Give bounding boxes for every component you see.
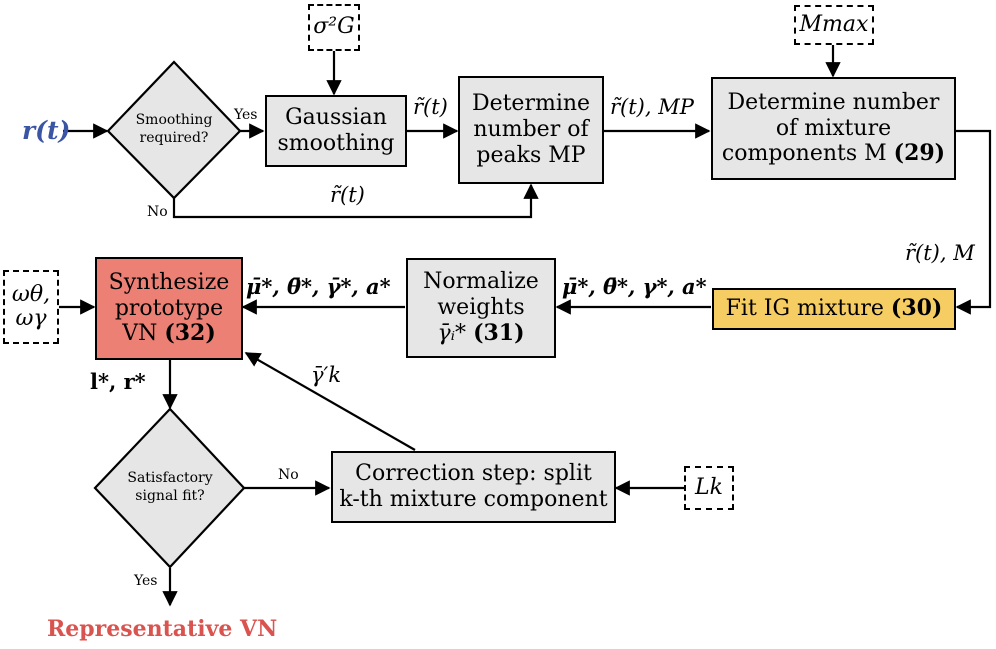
- decision-smoothing-shape: [106, 60, 242, 200]
- edge-label-r-tilde-m: r̃(t), M: [905, 241, 975, 265]
- edge-correction-to-synth: [244, 352, 416, 451]
- synthesize-box: Synthesize prototype VN (32): [95, 257, 243, 360]
- param-sigma-box: σ²G: [308, 4, 360, 51]
- param-omega-gamma: ωγ: [15, 306, 47, 331]
- decision-satisfactory-line2: signal fit?: [135, 487, 205, 504]
- decision-smoothing-text: Smoothing required?: [124, 112, 224, 147]
- peaks-line2: number of: [473, 117, 589, 143]
- param-sigma-label: σ²G: [313, 14, 355, 40]
- edge-label-r-tilde-mp: r̃(t), MP: [610, 95, 694, 119]
- normalize-ref: (31): [473, 319, 525, 346]
- normalize-line2: weights: [437, 295, 525, 321]
- edge-components-to-fit: [955, 129, 992, 315]
- edge-label-r-tilde: r̃(t): [413, 95, 448, 119]
- edge-label-normalize-to-synth: μ̄*, θ̄*, γ̄*, a*: [246, 274, 391, 299]
- decision-satisfactory-yes-label: Yes: [134, 573, 158, 589]
- edge-label-r-tilde-bypass: r̃(t): [330, 183, 365, 207]
- edge-label-gamma-prime: γ̄′k: [311, 363, 342, 387]
- param-lk-box: Lk: [684, 466, 734, 510]
- normalize-line1: Normalize: [423, 269, 539, 295]
- components-box: Determine number of mixture components M…: [711, 77, 956, 180]
- decision-smoothing-line1: Smoothing: [135, 112, 213, 128]
- decision-satisfactory-no-label: No: [278, 467, 299, 483]
- correction-box: Correction step: split k-th mixture comp…: [331, 451, 616, 523]
- decision-satisfactory-shape: [93, 407, 246, 569]
- components-line2: of mixture: [775, 115, 892, 141]
- decision-satisfactory-line1: Satisfactory: [127, 470, 213, 486]
- components-ref: (29): [893, 140, 946, 167]
- correction-line2: k-th mixture component: [339, 487, 608, 512]
- decision-satisfactory-text: Satisfactory signal fit?: [115, 470, 225, 505]
- synth-ref: (32): [164, 320, 216, 347]
- param-mmax-box: Mmax: [794, 5, 874, 45]
- fit-box: Fit IG mixture (30): [712, 288, 956, 330]
- peaks-line3: peaks MP: [476, 142, 586, 168]
- normalize-line3: γ̄ᵢ*: [437, 320, 467, 346]
- param-lk-label: Lk: [695, 474, 723, 500]
- param-omega-box: ωθ, ωγ: [3, 270, 59, 344]
- synth-line2: prototype: [114, 295, 224, 321]
- normalize-box: Normalize weights γ̄ᵢ* (31): [406, 258, 556, 358]
- correction-line1: Correction step: split: [355, 461, 592, 487]
- param-mmax-label: Mmax: [799, 11, 869, 37]
- gaussian-line2: smoothing: [277, 131, 395, 156]
- edge-label-fit-to-normalize: μ̄*, θ̄*, γ*, a*: [562, 274, 707, 299]
- edge-label-lr: l*, r*: [90, 369, 146, 394]
- peaks-box: Determine number of peaks MP: [458, 76, 604, 184]
- decision-smoothing-line2: required?: [139, 129, 209, 146]
- gaussian-line1: Gaussian: [285, 105, 387, 131]
- param-omega-theta: ωθ,: [11, 281, 51, 307]
- synth-line3: VN: [122, 321, 158, 347]
- fit-text: Fit IG mixture: [725, 296, 884, 322]
- input-signal-label: r(t): [22, 116, 71, 145]
- synth-line1: Synthesize: [108, 269, 230, 295]
- peaks-line1: Determine: [471, 91, 591, 117]
- gaussian-smoothing-box: Gaussian smoothing: [265, 95, 407, 167]
- components-line3-wrap: components M (29): [721, 140, 946, 167]
- components-line3: components M: [721, 141, 887, 167]
- fit-ref: (30): [890, 295, 943, 322]
- synth-line3-wrap: VN (32): [109, 320, 230, 347]
- decision-smoothing-yes-label: Yes: [234, 107, 258, 123]
- output-label: Representative VN: [47, 616, 278, 642]
- normalize-line3-wrap: γ̄ᵢ* (31): [423, 319, 539, 347]
- decision-smoothing-no-label: No: [147, 204, 168, 220]
- components-line1: Determine number: [727, 89, 940, 115]
